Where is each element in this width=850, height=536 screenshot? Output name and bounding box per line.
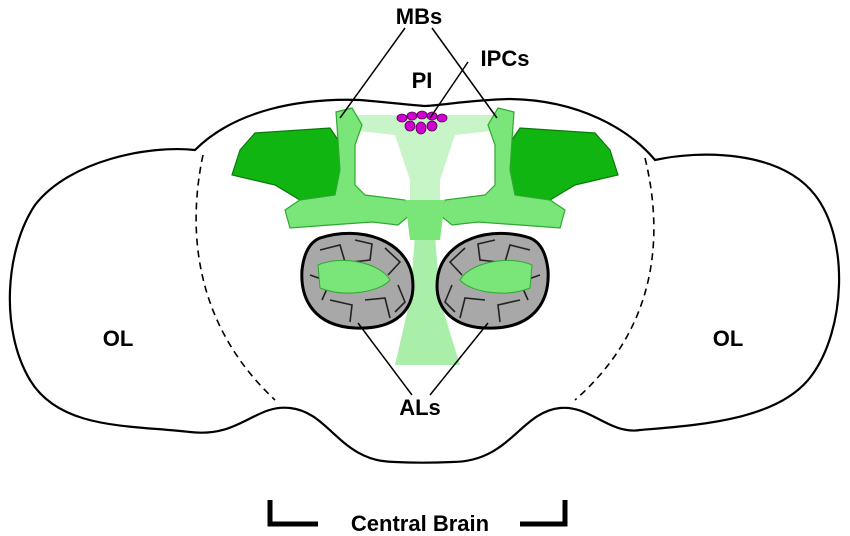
pi-region xyxy=(340,115,510,240)
central-tract xyxy=(405,200,445,240)
central-brain-bracket-left xyxy=(267,500,318,527)
central-brain-bracket-right xyxy=(520,500,568,527)
pointer-lines xyxy=(339,27,498,396)
central-brain-boundary-left xyxy=(195,154,276,401)
label-ol-right: OL xyxy=(713,326,744,351)
label-ipcs: IPCs xyxy=(481,46,530,71)
ipc-cluster xyxy=(396,110,448,135)
central-brain-boundary-right xyxy=(574,157,655,401)
mb-lobe-left xyxy=(284,107,411,229)
label-mbs: MBs xyxy=(396,4,442,29)
label-als: ALs xyxy=(399,395,441,420)
mb-lobe-right xyxy=(439,107,566,229)
midline-tract xyxy=(395,235,460,365)
label-ol-left: OL xyxy=(103,326,134,351)
label-pi: PI xyxy=(412,68,433,93)
antennal-lobe-left xyxy=(300,231,415,330)
antennal-lobe-right xyxy=(435,231,550,330)
label-central-brain: Central Brain xyxy=(351,511,489,536)
